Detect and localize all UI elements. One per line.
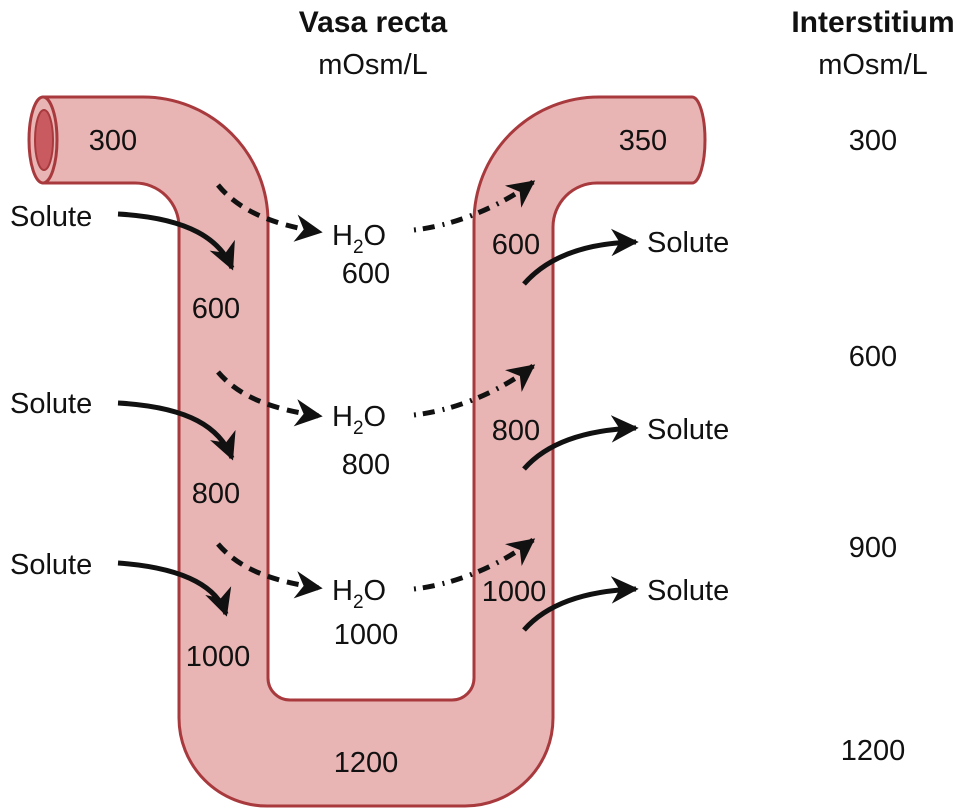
solute-entry-arrow <box>117 400 236 461</box>
interstitium-value: 300 <box>849 125 897 157</box>
solute-entry-arrow <box>117 211 235 271</box>
svg-text:H2O: H2O <box>332 220 386 258</box>
water-value: 600 <box>342 258 390 290</box>
water-value: 1000 <box>334 619 399 651</box>
solute-exit-arrow <box>522 415 639 471</box>
water-label: H2O 800 <box>332 401 390 481</box>
water-value: 800 <box>342 449 390 481</box>
vessel-lumen <box>34 109 54 171</box>
vasa-recta-unit: mOsm/L <box>318 49 428 81</box>
solute-out-label: Solute <box>647 414 729 446</box>
solute-out-label: Solute <box>647 575 729 607</box>
ascending-value: 800 <box>492 415 540 447</box>
interstitium-value: 600 <box>849 341 897 373</box>
water-entry-arrow <box>413 364 536 418</box>
solute-exit-arrow <box>522 228 639 286</box>
water-entry-arrow <box>413 538 536 592</box>
vessel <box>27 95 707 808</box>
interstitium-unit: mOsm/L <box>818 49 928 81</box>
interstitium-value: 900 <box>849 532 897 564</box>
descending-value: 600 <box>192 293 240 325</box>
solute-exit-arrow <box>522 576 639 632</box>
solute-in-label: Solute <box>10 201 92 233</box>
svg-text:H2O: H2O <box>332 575 386 613</box>
svg-text:H2O: H2O <box>332 401 386 439</box>
ascending-value: 600 <box>492 229 540 261</box>
interstitium-title: Interstitium <box>791 6 954 39</box>
outlet-value: 350 <box>619 125 667 157</box>
descending-value: 800 <box>192 478 240 510</box>
descending-value: 1000 <box>186 641 251 673</box>
ascending-value: 1000 <box>482 576 547 608</box>
water-exit-arrow <box>216 370 323 427</box>
solute-in-label: Solute <box>10 549 92 581</box>
solute-in-label: Solute <box>10 388 92 420</box>
water-label: H2O 1000 <box>332 575 398 651</box>
water-entry-arrow <box>413 179 536 233</box>
interstitium-value: 1200 <box>841 735 906 767</box>
water-label: H2O 600 <box>332 220 390 290</box>
vasa-recta-title: Vasa recta <box>299 6 448 39</box>
bottom-value: 1200 <box>334 747 399 779</box>
water-exit-arrow <box>216 183 323 242</box>
vessel-outline <box>41 95 707 808</box>
water-exit-arrow <box>216 542 323 599</box>
solute-out-label: Solute <box>647 227 729 259</box>
solute-entry-arrow <box>117 560 232 617</box>
inlet-value: 300 <box>89 125 137 157</box>
